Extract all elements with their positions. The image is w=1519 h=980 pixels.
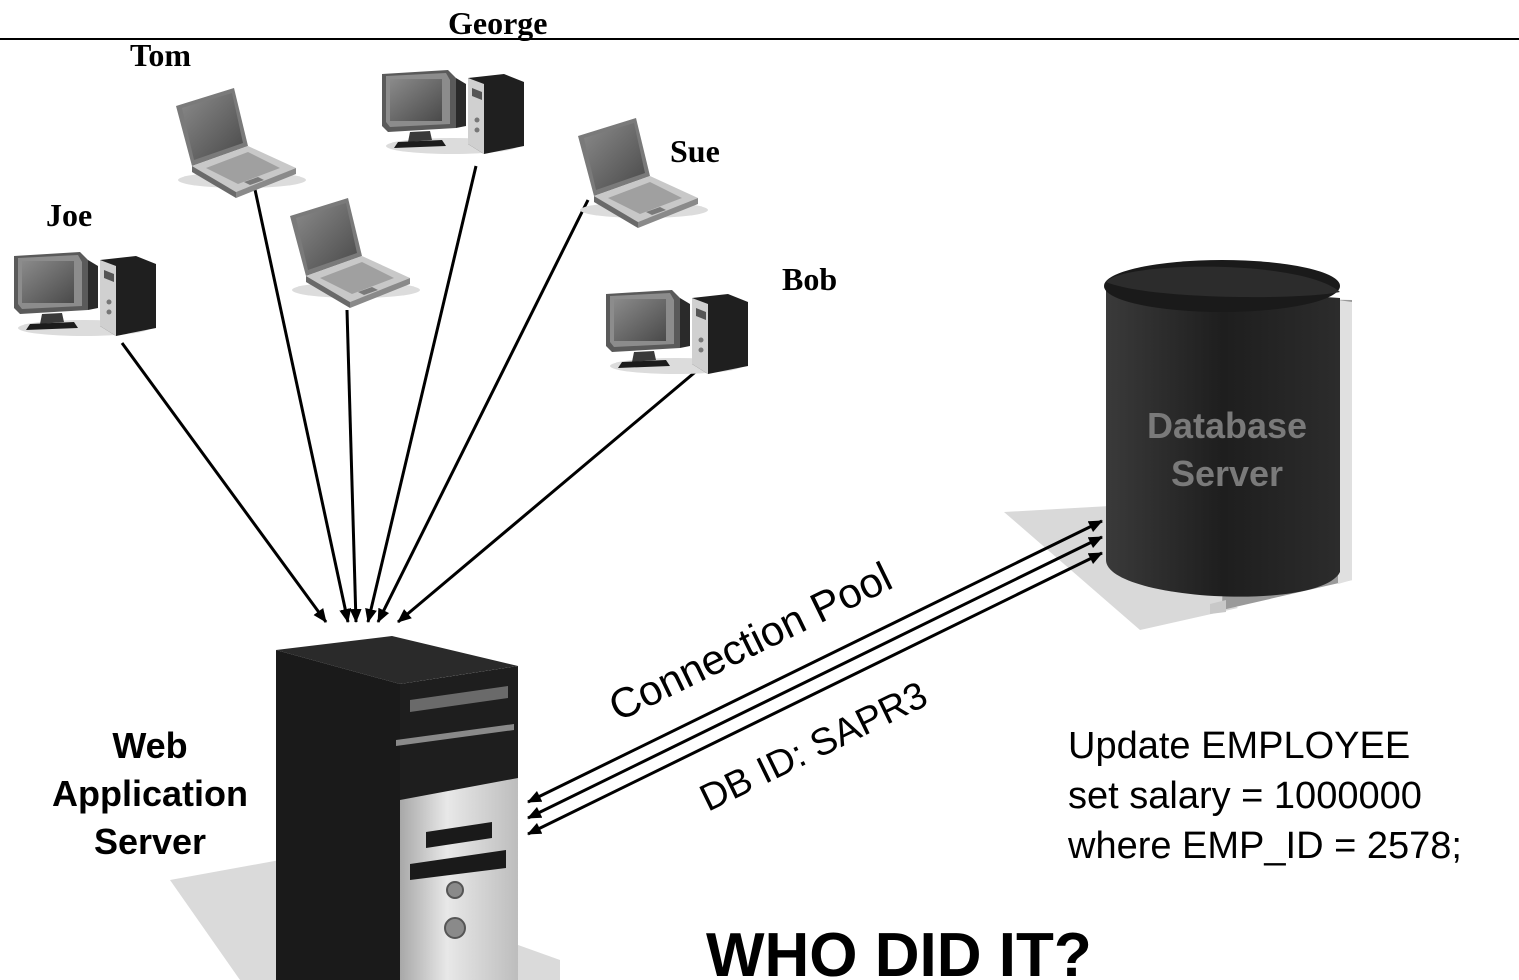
db-id-label: DB ID: SAPR3 bbox=[694, 674, 934, 820]
arrow-middle-laptop-to-web-server bbox=[345, 309, 362, 623]
user-request-arrows bbox=[120, 165, 701, 624]
sql-line-1: Update EMPLOYEE bbox=[1068, 725, 1410, 767]
user-label-george: George bbox=[448, 5, 548, 41]
george-desktop-icon bbox=[382, 70, 524, 154]
arrow-joe-to-web-server bbox=[120, 342, 328, 623]
who-did-it-heading: WHO DID IT? bbox=[706, 921, 1092, 980]
db-server-label-line2: Server bbox=[1171, 453, 1283, 494]
user-label-bob: Bob bbox=[782, 261, 837, 297]
sql-line-3: where EMP_ID = 2578; bbox=[1067, 825, 1462, 867]
tom-laptop-icon bbox=[176, 88, 306, 198]
bob-desktop-icon bbox=[606, 290, 748, 374]
pool-connection-3 bbox=[527, 551, 1103, 836]
middle-laptop-icon bbox=[290, 198, 420, 308]
user-label-tom: Tom bbox=[130, 37, 191, 73]
web-server-label-line2: Application bbox=[52, 773, 248, 814]
user-label-sue: Sue bbox=[670, 133, 720, 169]
arrow-bob-to-web-server bbox=[397, 366, 701, 624]
arrow-george-to-web-server bbox=[365, 165, 478, 623]
db-server-label-line1: Database bbox=[1147, 405, 1307, 446]
arrow-sue-to-web-server bbox=[376, 199, 590, 623]
arrow-tom-to-web-server bbox=[252, 184, 352, 623]
user-label-joe: Joe bbox=[46, 197, 92, 233]
web-server-label-line1: Web bbox=[112, 725, 187, 766]
database-server-icon bbox=[1004, 260, 1352, 630]
connection-pool-arrows bbox=[527, 519, 1103, 836]
web-server-tower-icon bbox=[170, 636, 560, 980]
joe-desktop-icon bbox=[14, 252, 156, 336]
sql-line-2: set salary = 1000000 bbox=[1068, 775, 1422, 817]
pool-connection-2 bbox=[527, 535, 1103, 820]
web-server-label-line3: Server bbox=[94, 821, 206, 862]
